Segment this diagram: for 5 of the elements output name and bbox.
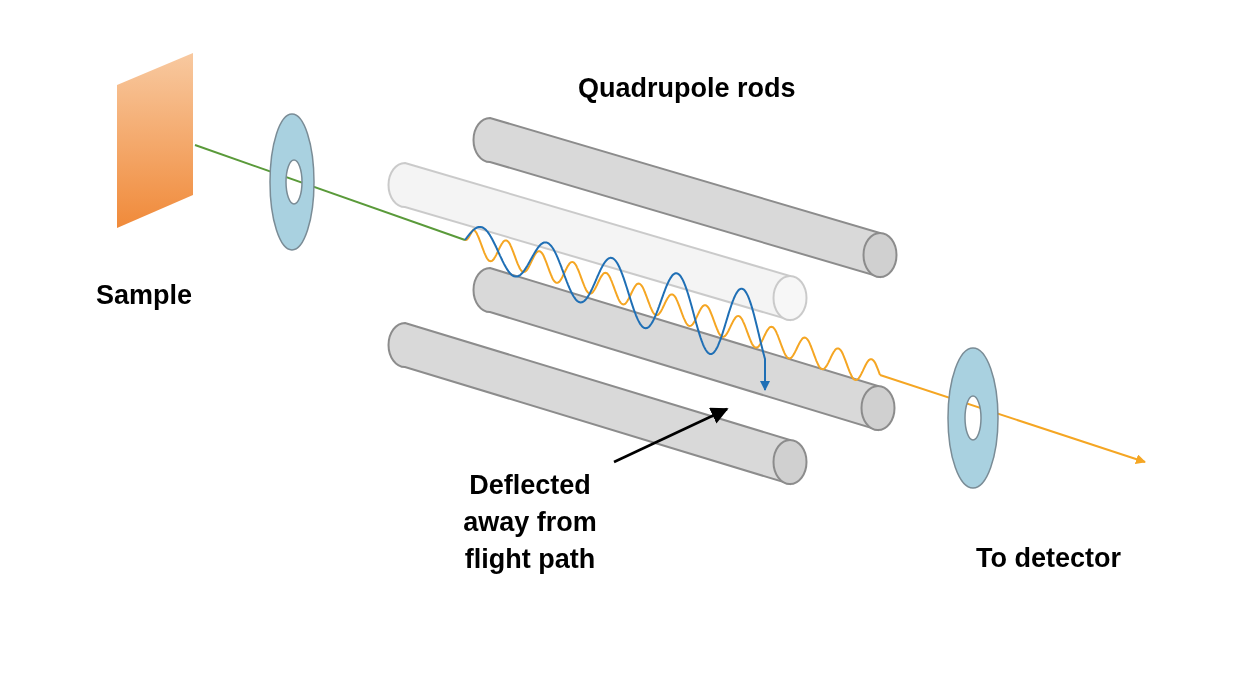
callout-text: Deflected away from flight path: [440, 467, 620, 578]
leader-line: [613, 407, 729, 464]
part-label: Quadrupole rods: [578, 72, 796, 105]
part-label: To detector: [976, 542, 1121, 575]
part-label: Sample: [96, 279, 193, 312]
